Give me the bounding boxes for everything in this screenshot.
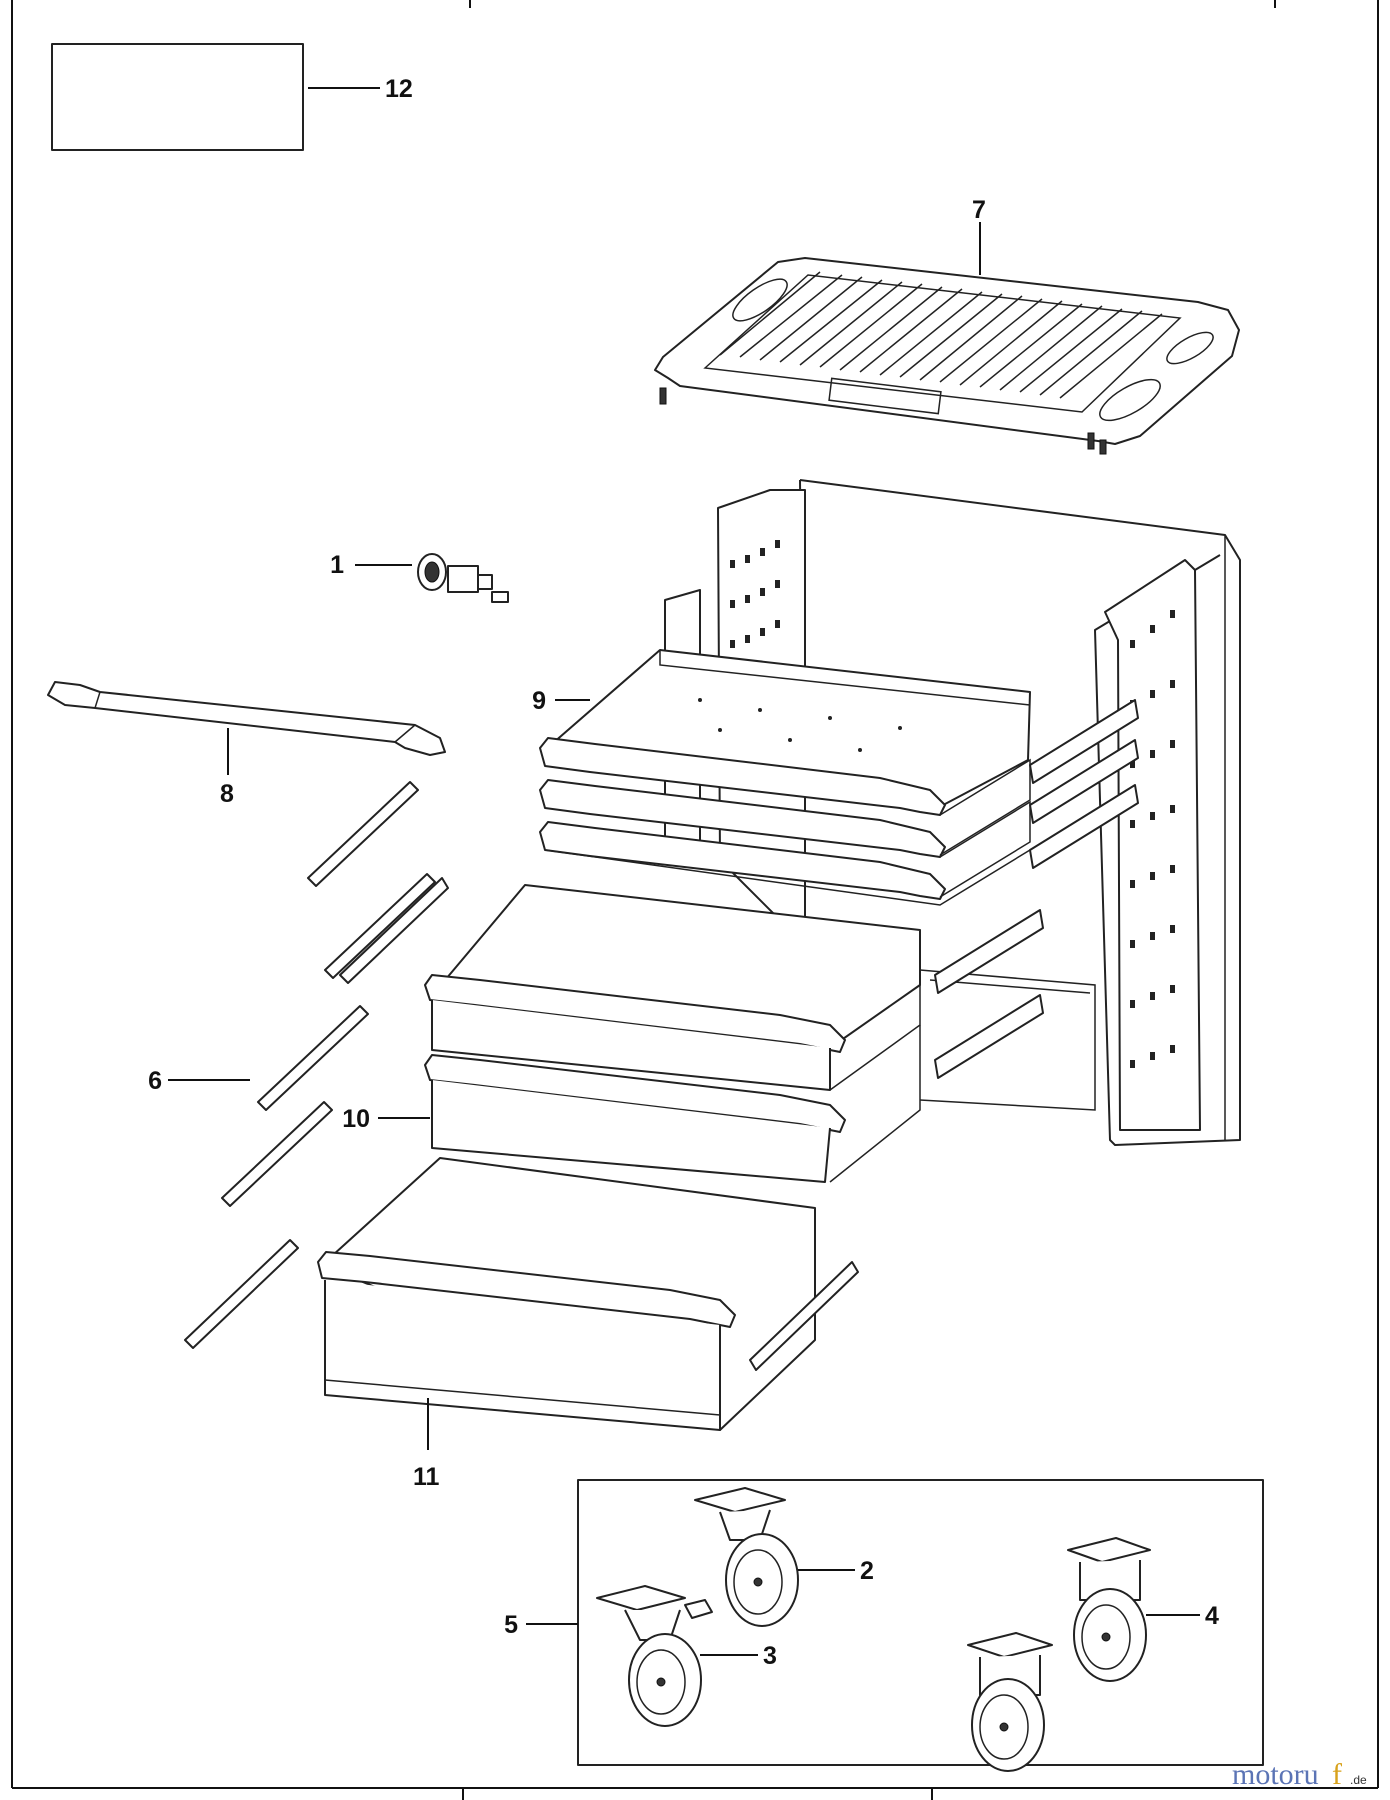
part-11-deep-drawer: 11 (317, 1157, 859, 1491)
part-9-shallow-drawer: 9 (532, 649, 1031, 906)
callout-4: 4 (1205, 1602, 1219, 1630)
tray-ribs (719, 271, 1163, 399)
callout-7: 7 (972, 196, 986, 224)
part-3-swivel-caster: 3 (596, 1585, 777, 1727)
part-2-fixed-caster: 2 (694, 1487, 874, 1627)
part-6-drawer-slides: 6 (148, 781, 449, 1349)
drawer-slides-right-upper (934, 699, 1139, 1079)
callout-11: 11 (413, 1463, 440, 1491)
page-frame (11, 0, 1379, 1800)
part-12-label-box: 12 (51, 43, 413, 151)
callout-12: 12 (385, 75, 413, 103)
callout-10: 10 (342, 1105, 370, 1133)
watermark-suffix: .de (1350, 1773, 1367, 1787)
part-7-top-tray: 7 (654, 196, 1240, 455)
callout-9: 9 (532, 687, 546, 715)
callout-8: 8 (220, 780, 234, 808)
part-4-swivel-caster: 4 (967, 1537, 1219, 1772)
callout-5: 5 (504, 1611, 518, 1639)
callout-3: 3 (763, 1642, 777, 1670)
part-8-handle-bar: 8 (47, 681, 446, 808)
watermark-brand: motoru (1232, 1758, 1319, 1791)
part-10-medium-drawer: 10 (342, 884, 921, 1183)
callout-2: 2 (860, 1557, 874, 1585)
callout-1: 1 (330, 551, 344, 579)
part-5-caster-set: 5 2 3 (504, 1479, 1264, 1772)
part-1-lock: 1 (330, 551, 509, 603)
callout-6: 6 (148, 1067, 162, 1095)
watermark-brand-accent: f (1332, 1758, 1342, 1791)
watermark-logo: motoru f .de (1232, 1758, 1367, 1791)
